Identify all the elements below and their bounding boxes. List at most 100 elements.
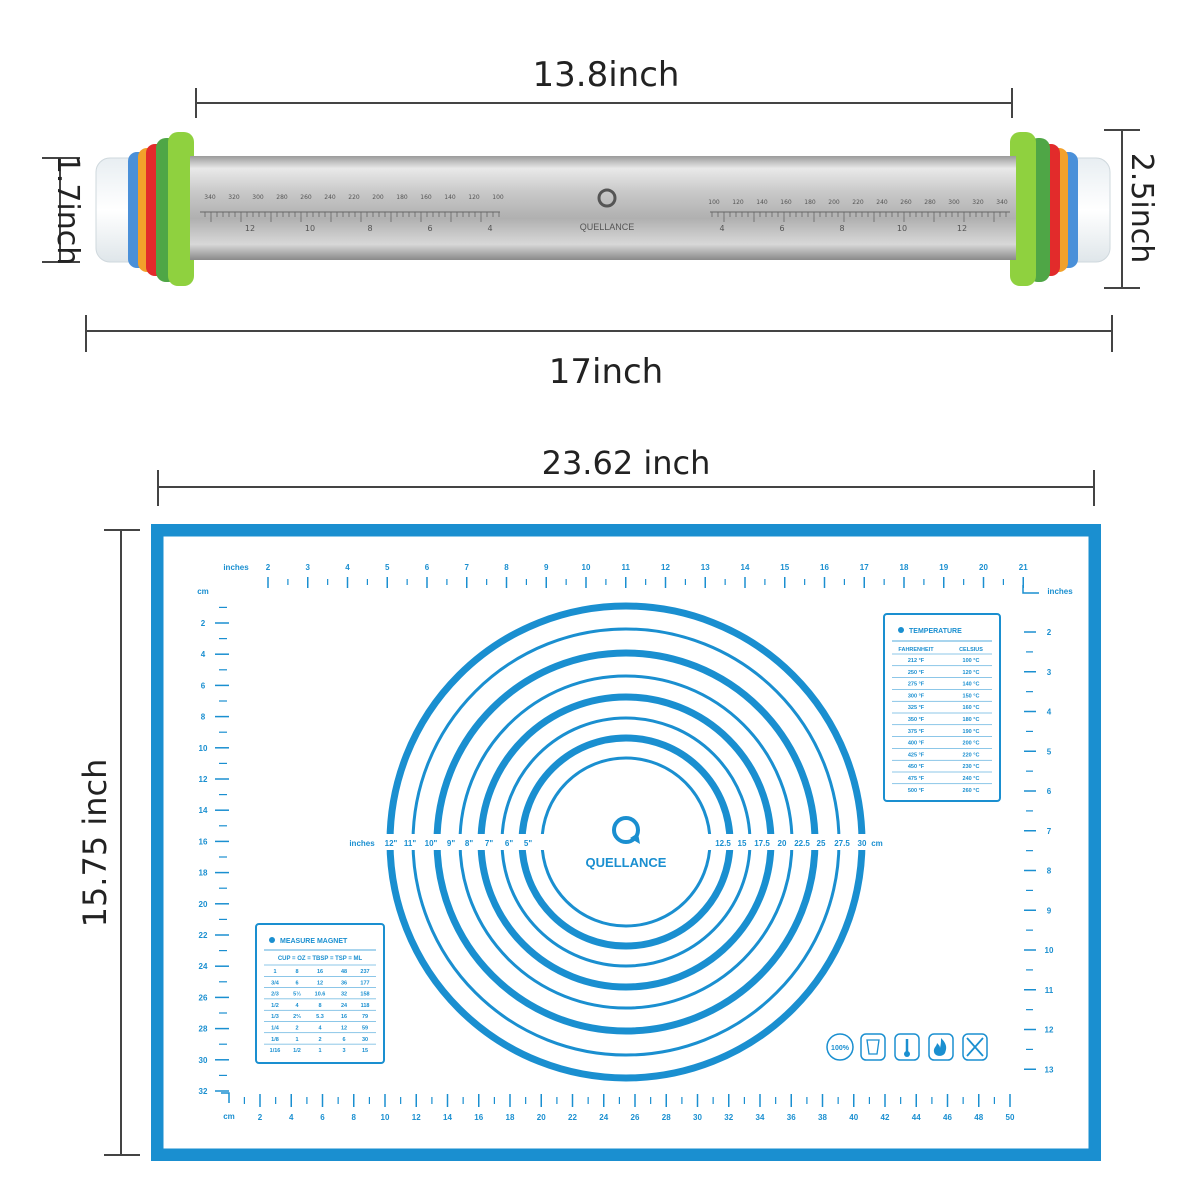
left-ruler-label: 16 xyxy=(199,837,208,846)
top-ruler-label: 13 xyxy=(701,563,710,572)
hex-bullet-icon xyxy=(898,627,904,633)
measure-cell: 4 xyxy=(318,1026,322,1032)
bottom-ruler-unit: cm xyxy=(223,1112,235,1121)
temperature-c-cell: 180 °C xyxy=(963,717,980,723)
left-ruler-label: 32 xyxy=(199,1087,208,1096)
top-ruler-label: 18 xyxy=(900,563,909,572)
pin-scale-label: 260 xyxy=(900,199,912,206)
measure-cell: 2 xyxy=(295,1026,298,1032)
right-ruler-corner xyxy=(1022,585,1039,594)
right-end-cap xyxy=(1010,132,1111,286)
measure-cell: 15 xyxy=(362,1048,368,1054)
circle-inch-label: 9" xyxy=(447,839,455,848)
pin-scale-label: 120 xyxy=(468,194,480,201)
right-ruler-label: 4 xyxy=(1047,708,1052,717)
temperature-c-cell: 230 °C xyxy=(963,764,980,770)
pin-scale-label: 160 xyxy=(780,199,792,206)
measure-header: CUP = OZ = TBSP = TSP = ML xyxy=(278,956,363,962)
no-knife-icon xyxy=(962,1033,988,1061)
right-ruler-label: 8 xyxy=(1047,867,1052,876)
circle-left-unit: inches xyxy=(349,839,375,848)
measure-cell: 237 xyxy=(360,969,369,975)
right-ruler-label: 12 xyxy=(1045,1026,1054,1035)
pin-scale-label: 140 xyxy=(444,194,456,201)
left-ruler-label: 8 xyxy=(201,713,206,722)
pin-scale-label: 100 xyxy=(492,194,504,201)
temperature-header: CELSIUS xyxy=(959,647,983,653)
temperature-f-cell: 400 °F xyxy=(908,741,925,747)
circle-cm-label: 27.5 xyxy=(834,839,850,848)
right-ruler-label: 6 xyxy=(1047,787,1052,796)
temperature-c-cell: 120 °C xyxy=(963,670,980,676)
pin-inch-label: 4 xyxy=(719,224,724,233)
measure-cell: 118 xyxy=(361,1003,370,1009)
left-ruler-label: 4 xyxy=(201,650,206,659)
bottom-ruler-label: 40 xyxy=(849,1113,858,1122)
temperature-f-cell: 500 °F xyxy=(908,788,925,794)
bottom-ruler-label: 44 xyxy=(912,1113,921,1122)
logo-arrow-icon xyxy=(630,833,640,844)
measure-cell: 158 xyxy=(360,992,369,998)
bottom-ruler-label: 18 xyxy=(506,1113,515,1122)
measure-cell: 10.6 xyxy=(315,992,326,998)
pin-scale-label: 340 xyxy=(204,194,216,201)
pin-scale-label: 240 xyxy=(324,194,336,201)
measure-cell: 2/3 xyxy=(271,992,279,998)
rolling-pin: 13.8inch 17inch 1.7inch 2.5inch xyxy=(42,55,1159,392)
pin-scale-label: 140 xyxy=(756,199,768,206)
pin-scale-label: 280 xyxy=(924,199,936,206)
circle-cm-label: 25 xyxy=(817,839,826,848)
measure-cell: 6 xyxy=(342,1037,345,1043)
pin-inch-label: 8 xyxy=(367,224,372,233)
top-ruler-label: 6 xyxy=(425,563,430,572)
pin-scale-label: 300 xyxy=(948,199,960,206)
measure-cell: 8 xyxy=(295,969,298,975)
measure-cell: 1/3 xyxy=(271,1014,279,1020)
pin-scale-label: 340 xyxy=(996,199,1008,206)
right-ruler-label: 2 xyxy=(1047,628,1052,637)
top-ruler-label: 17 xyxy=(860,563,869,572)
mat-width-dimension xyxy=(157,470,1095,506)
pin-total-dimension xyxy=(85,315,1113,352)
pin-scale-label: 220 xyxy=(348,194,360,201)
bottom-ruler-label: 36 xyxy=(787,1113,796,1122)
circle-cm-label: 30 xyxy=(858,839,867,848)
pin-inch-label: 12 xyxy=(245,224,255,233)
left-ruler-label: 24 xyxy=(199,962,208,971)
circle-inch-label: 5" xyxy=(524,839,532,848)
temperature-f-cell: 350 °F xyxy=(908,717,925,723)
right-ruler-label: 11 xyxy=(1045,986,1054,995)
ring-diameter-dimension xyxy=(1104,129,1140,289)
right-ruler-label: 13 xyxy=(1045,1065,1054,1074)
temperature-c-cell: 140 °C xyxy=(963,682,980,688)
pin-inch-label: 10 xyxy=(897,224,907,233)
pin-scale-label: 180 xyxy=(804,199,816,206)
measure-cell: 12 xyxy=(341,1026,347,1032)
measure-cell: 1 xyxy=(273,969,276,975)
pin-inch-label: 12 xyxy=(957,224,967,233)
bottom-ruler-label: 26 xyxy=(631,1113,640,1122)
measure-cell: 36 xyxy=(341,980,347,986)
measure-cell: 24 xyxy=(341,1003,348,1009)
pin-inch-label: 4 xyxy=(487,224,492,233)
bottom-ruler-label: 10 xyxy=(381,1113,390,1122)
flame-icon xyxy=(928,1033,954,1061)
right-ruler-label: 3 xyxy=(1047,668,1052,677)
mat-logo: QUELLANCE xyxy=(586,816,667,870)
temperature-c-cell: 200 °C xyxy=(963,741,980,747)
temperature-c-cell: 150 °C xyxy=(963,693,980,699)
measure-cell: 1/16 xyxy=(270,1048,281,1054)
top-ruler-label: 3 xyxy=(306,563,311,572)
hex-bullet-icon xyxy=(269,937,275,943)
measure-cell: 3/4 xyxy=(271,980,280,986)
mat-width-label: 23.62 inch xyxy=(542,444,711,482)
top-ruler-label: 7 xyxy=(465,563,470,572)
measure-title: MEASURE MAGNET xyxy=(280,938,348,945)
top-ruler-label: 2 xyxy=(266,563,271,572)
bottom-ruler-label: 46 xyxy=(943,1113,952,1122)
left-ruler-unit: cm xyxy=(197,587,209,596)
mat-height-label: 15.75 inch xyxy=(76,759,114,928)
